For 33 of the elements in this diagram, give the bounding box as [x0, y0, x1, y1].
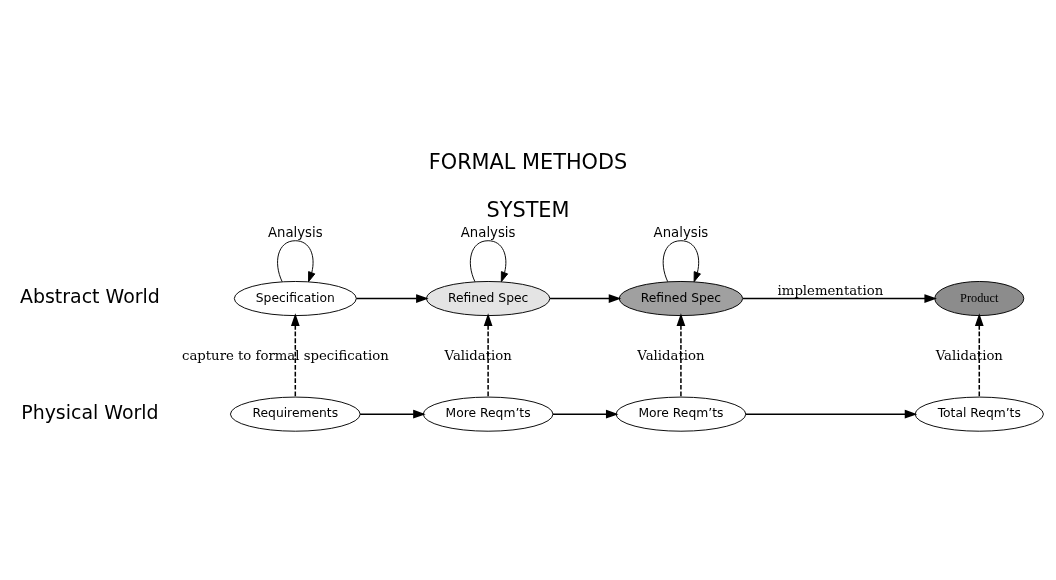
arrow [662, 240, 701, 283]
edge-label: Validation [444, 347, 512, 363]
edge-label: Validation [935, 347, 1003, 363]
label: Abstract World [20, 285, 160, 308]
arrow [483, 313, 493, 398]
arrow [355, 294, 429, 303]
label: Physical World [21, 400, 159, 423]
arrow [676, 313, 686, 398]
caption: SYSTEM [486, 197, 570, 222]
node-ellipse: Total Reqm’ts [914, 396, 1044, 432]
diagram-title: FORMAL METHODS [428, 150, 628, 175]
arrow [549, 294, 622, 303]
edge-label: Validation [637, 347, 705, 363]
node-ellipse: Refined Spec [425, 281, 551, 317]
edge-label: Analysis [653, 225, 709, 241]
node-ellipse: Product [934, 281, 1025, 317]
arrow [742, 294, 937, 303]
arrow [745, 409, 918, 419]
node-ellipse: Requirements [229, 396, 361, 432]
arrow [552, 409, 619, 419]
edge-label: Analysis [268, 225, 323, 241]
arrow [290, 313, 300, 398]
node-ellipse: Specification [233, 281, 357, 317]
arrow [469, 240, 509, 283]
edge-label: implementation [777, 282, 884, 298]
edge-label: capture to formal specification [182, 347, 389, 363]
arrow [974, 313, 984, 398]
node-ellipse: More Reqm’ts [615, 396, 747, 432]
node-ellipse: Refined Spec [618, 281, 744, 317]
edge-label: Analysis [460, 225, 516, 241]
arrow [277, 240, 316, 283]
node-ellipse: More Reqm’ts [422, 396, 554, 432]
arrow [359, 409, 426, 419]
